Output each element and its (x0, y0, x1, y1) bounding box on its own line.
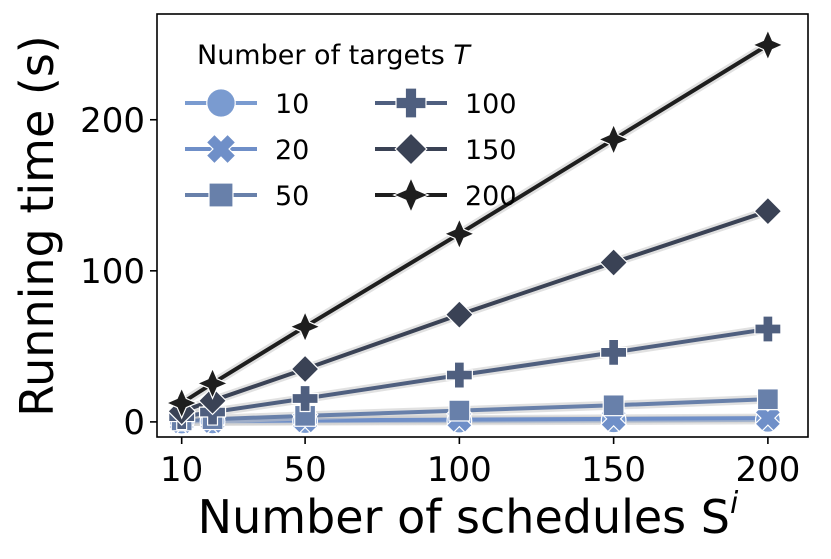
data-point-200 (597, 122, 631, 156)
y-axis-label: Running time (s) (10, 35, 64, 417)
series-line-150 (181, 209, 769, 414)
data-point-150 (198, 386, 228, 416)
legend-label-150: 150 (465, 135, 517, 166)
legend-title-text: Number of targets (197, 40, 445, 71)
legend: Number of targets T 10 20 50 100 150 200 (185, 40, 517, 214)
data-point-150 (599, 248, 629, 278)
legend-label-10: 10 (275, 89, 309, 120)
plot-area-frame (156, 13, 809, 438)
data-point-150 (444, 300, 474, 330)
legend-title: Number of targets T (197, 40, 472, 71)
legend-marker-10 (206, 88, 236, 118)
legend-label-50: 50 (275, 181, 309, 212)
x-tick-label: 100 (427, 450, 492, 490)
data-point-200 (288, 310, 322, 344)
data-point-50 (756, 388, 779, 411)
data-point-150 (753, 196, 783, 226)
y-tick-label: 200 (80, 101, 145, 141)
x-tick-label: 10 (160, 450, 203, 490)
x-axis-label-superscript: i (730, 486, 739, 521)
data-point-100 (754, 315, 782, 343)
y-tick-label: 0 (123, 403, 145, 443)
data-point-200 (442, 217, 476, 251)
legend-marker-50 (208, 182, 234, 208)
legend-marker-100 (395, 87, 427, 119)
x-tick-label: 50 (283, 450, 326, 490)
legend-label-200: 200 (465, 181, 517, 212)
data-point-200 (196, 366, 229, 400)
data-point-200 (751, 28, 785, 62)
x-tick-label: 200 (735, 450, 800, 490)
legend-title-variable: T (453, 40, 472, 71)
legend-marker-150 (394, 132, 428, 166)
x-axis-label: Number of schedules Si (198, 486, 739, 544)
data-point-100 (600, 338, 628, 366)
axis-ticks: 10 50 100 150 200 0 100 200 (80, 101, 800, 490)
y-tick-label: 100 (80, 252, 145, 292)
data-point-50 (448, 399, 471, 422)
data-point-50 (602, 394, 625, 417)
legend-marker-20 (205, 133, 237, 165)
legend-label-20: 20 (275, 135, 309, 166)
series-markers (165, 28, 785, 435)
legend-marker-200 (392, 176, 430, 214)
x-tick-label: 150 (581, 450, 646, 490)
legend-items: 10 20 50 100 150 200 (185, 87, 517, 214)
data-point-100 (445, 361, 473, 389)
data-point-100 (291, 384, 319, 413)
legend-label-100: 100 (465, 89, 517, 120)
data-point-150 (290, 354, 320, 384)
x-axis-label-text: Number of schedules S (198, 490, 730, 544)
data-point-200 (165, 386, 199, 420)
